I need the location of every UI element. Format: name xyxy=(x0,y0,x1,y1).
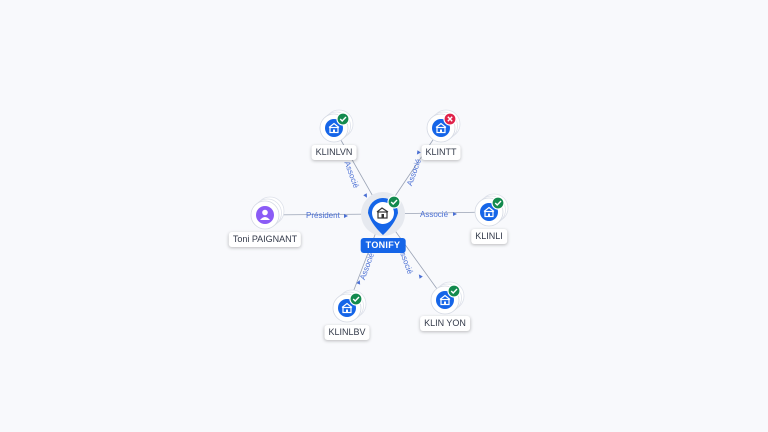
node-klinyon[interactable] xyxy=(430,281,465,315)
node-klintt[interactable] xyxy=(426,109,461,143)
edge-arrow-icon xyxy=(356,280,361,285)
node-klinlbv[interactable] xyxy=(332,289,367,323)
edge-arrow-icon xyxy=(416,150,421,155)
node-label-klinyon[interactable]: KLIN YON xyxy=(420,316,470,331)
active-check-badge-icon xyxy=(447,284,461,298)
edge-label-toni: Président xyxy=(306,211,340,220)
edge-label-klinli: Associé xyxy=(420,210,449,219)
node-klinli[interactable] xyxy=(474,193,509,227)
active-check-badge-icon xyxy=(387,195,401,209)
active-check-badge-icon xyxy=(491,196,505,210)
person-icon xyxy=(260,209,270,220)
center-node-tonify[interactable] xyxy=(361,192,405,236)
edge-arrow-icon xyxy=(344,214,348,218)
node-toni[interactable] xyxy=(250,196,285,230)
center-node-label[interactable]: TONIFY xyxy=(360,238,406,253)
company-building-icon xyxy=(376,207,389,219)
closed-cross-badge-icon xyxy=(443,112,457,126)
company-building-icon xyxy=(341,302,353,314)
edge-arrow-icon xyxy=(363,193,367,198)
company-building-icon xyxy=(439,294,451,306)
node-label-klinlbv[interactable]: KLINLBV xyxy=(324,325,370,340)
node-klinlvn[interactable] xyxy=(319,109,354,143)
node-label-klinli[interactable]: KLINLI xyxy=(471,229,507,244)
active-check-badge-icon xyxy=(349,292,363,306)
company-building-icon xyxy=(328,122,340,134)
edge-arrow-icon xyxy=(418,274,423,279)
company-building-icon xyxy=(435,122,447,134)
company-building-icon xyxy=(483,206,495,218)
edge-arrow-icon xyxy=(453,212,457,216)
node-label-klintt[interactable]: KLINTT xyxy=(421,145,461,160)
node-label-toni[interactable]: Toni PAIGNANT xyxy=(228,232,302,247)
node-label-klinlvn[interactable]: KLINLVN xyxy=(311,145,357,160)
active-check-badge-icon xyxy=(336,112,350,126)
